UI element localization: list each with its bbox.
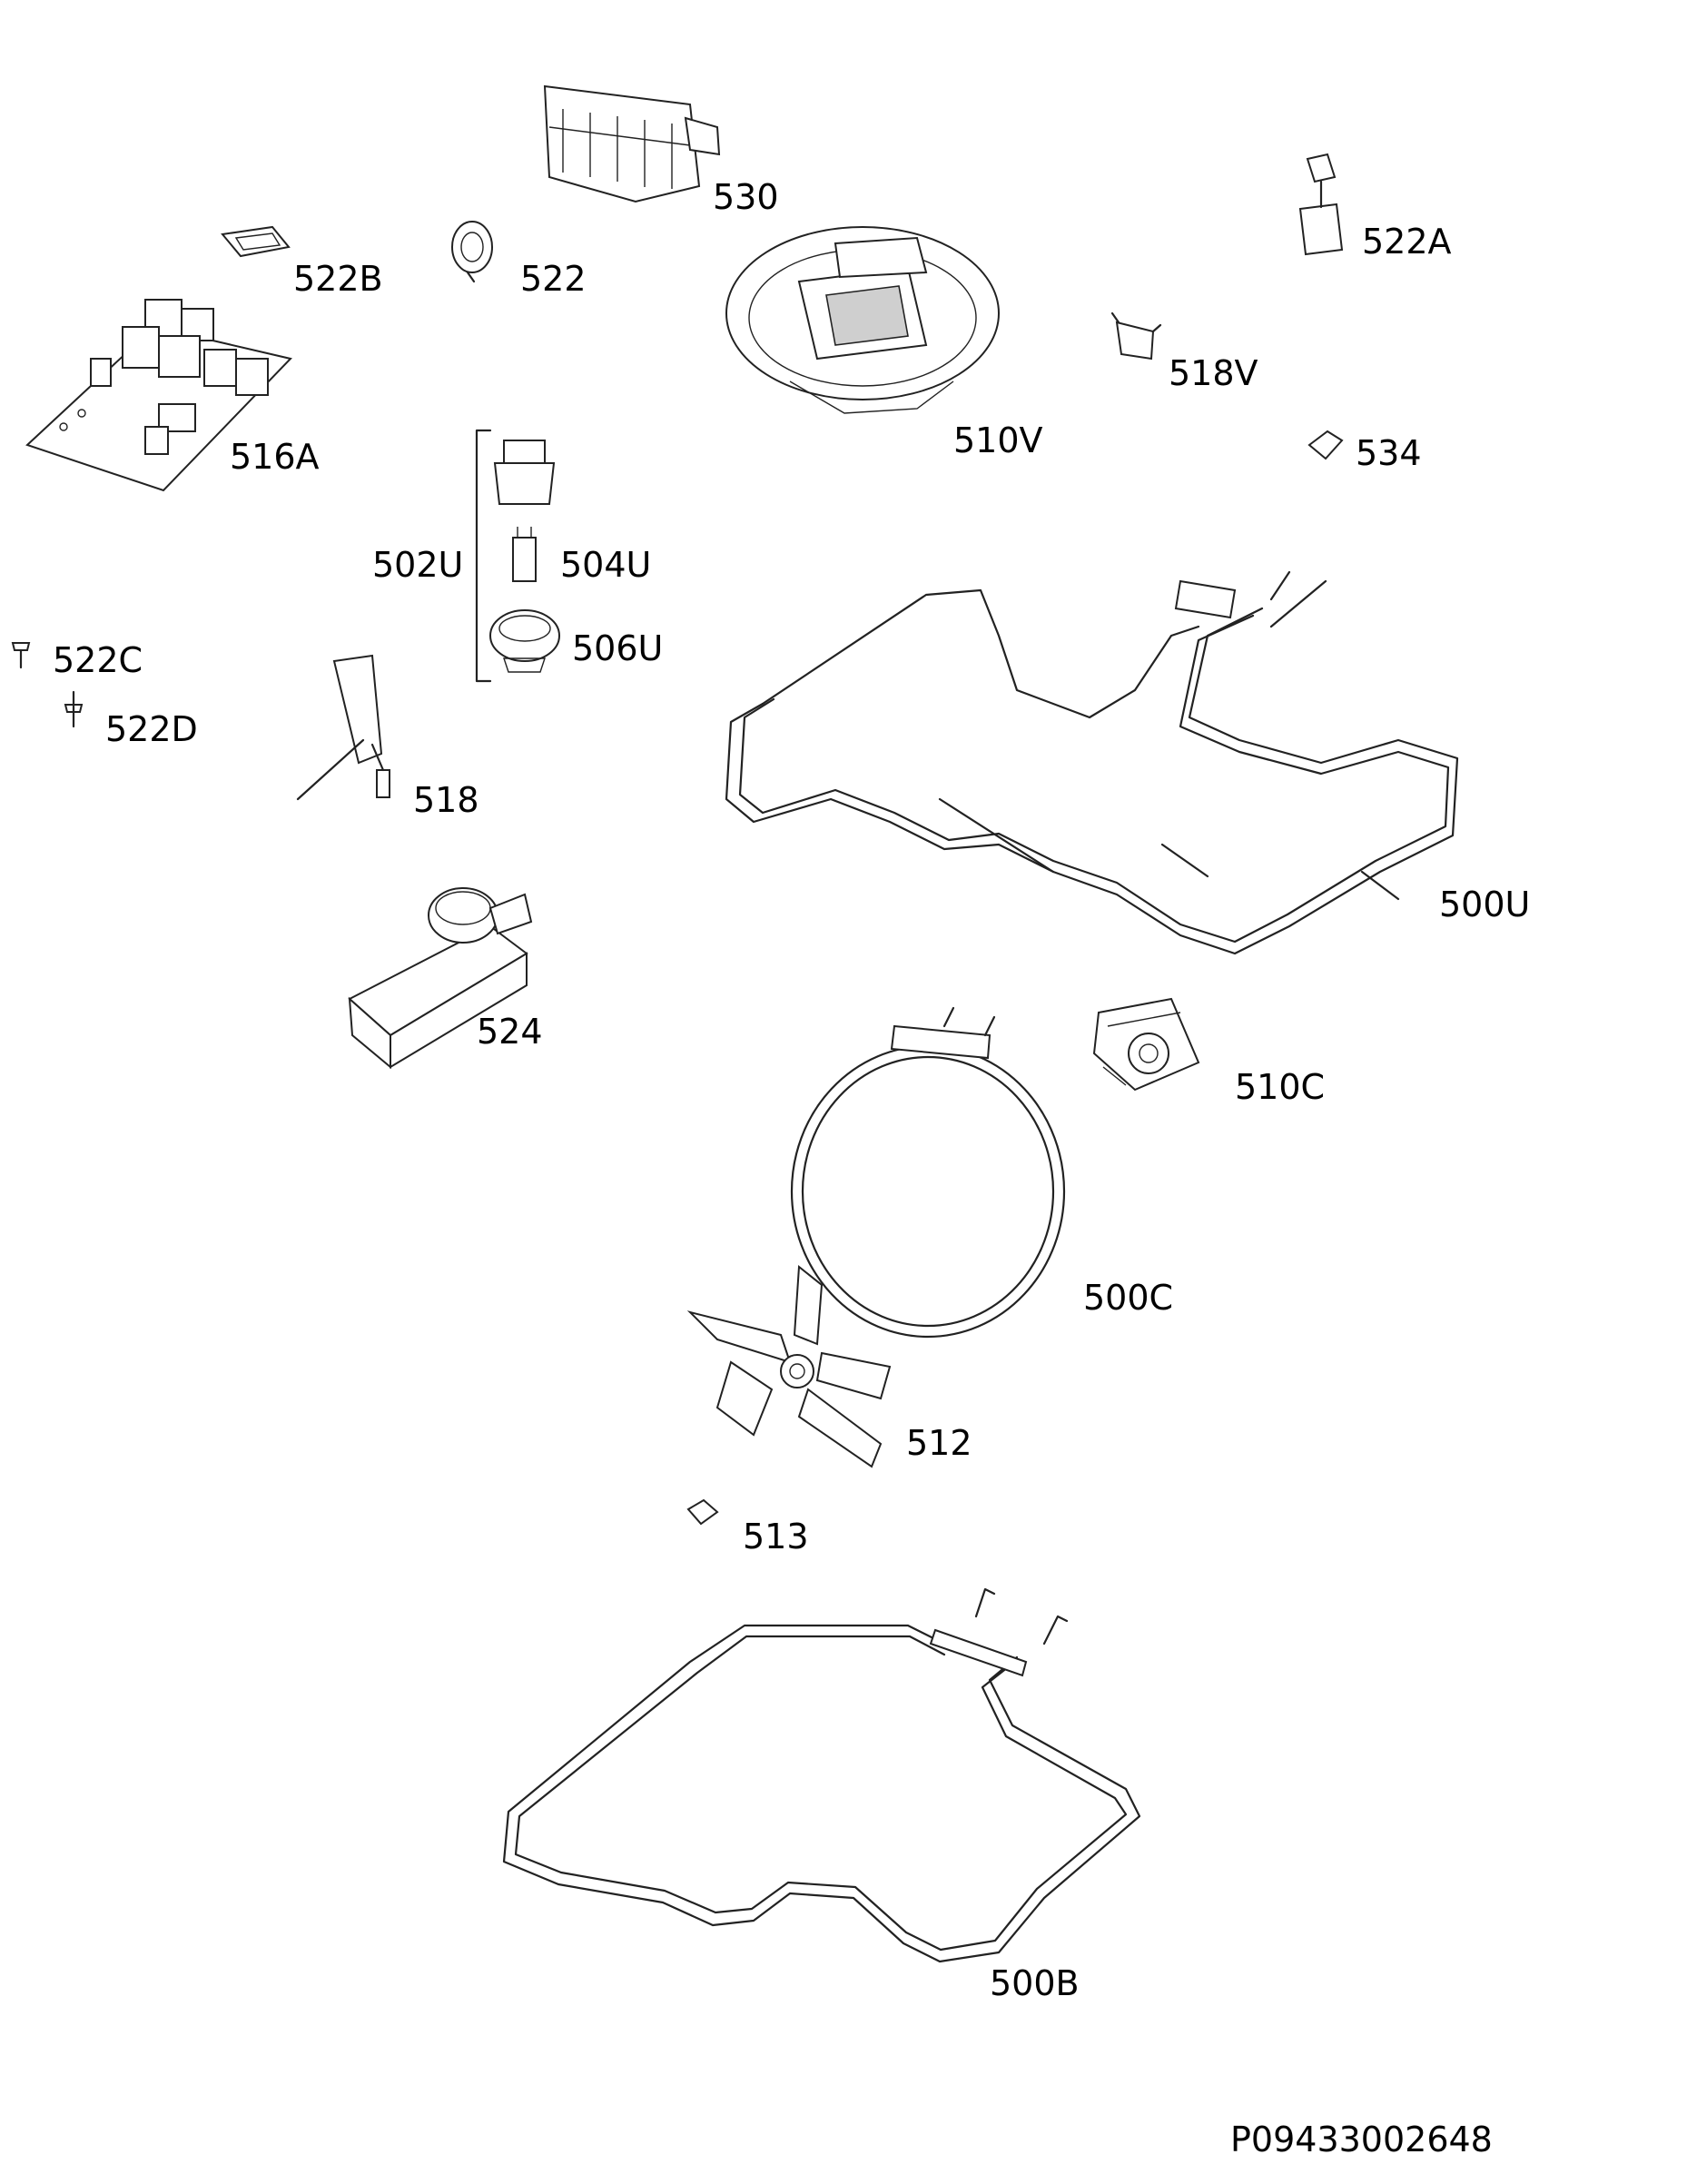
part-522d-screw	[64, 690, 84, 728]
part-522b-bracket	[221, 225, 291, 258]
part-522c-screw	[11, 642, 31, 669]
document-number: P09433002648	[1230, 2120, 1493, 2159]
part-516a-circuit-board	[25, 299, 292, 492]
part-506u-lamp-cover	[489, 609, 560, 673]
label-506u: 506U	[572, 628, 664, 668]
part-522-clip	[451, 221, 493, 283]
label-522: 522	[520, 259, 587, 299]
part-502u-group-bracket	[475, 429, 492, 683]
part-500c-ring-element	[790, 1006, 1066, 1339]
label-534: 534	[1356, 433, 1422, 473]
label-522b: 522B	[293, 259, 383, 299]
label-510v: 510V	[953, 420, 1043, 460]
label-516a: 516A	[230, 437, 320, 477]
part-512-fan-blade	[686, 1265, 892, 1468]
part-lamp-holder	[493, 440, 556, 505]
label-524: 524	[477, 1012, 543, 1052]
label-522a: 522A	[1362, 222, 1452, 262]
label-500u: 500U	[1439, 884, 1531, 924]
label-502u: 502U	[372, 545, 464, 585]
part-534-nut	[1307, 430, 1344, 460]
label-512: 512	[906, 1423, 972, 1463]
label-522c: 522C	[53, 640, 143, 680]
label-500b: 500B	[990, 1963, 1080, 2003]
part-510v-fan-motor	[725, 226, 1000, 414]
label-518v: 518V	[1169, 353, 1258, 393]
label-530: 530	[713, 177, 779, 217]
part-530-terminal-block	[543, 84, 721, 203]
part-524-door-lock	[348, 887, 533, 1070]
part-504u-lamp	[512, 527, 537, 582]
part-500b-bottom-element	[502, 1587, 1141, 1963]
part-518v-clip	[1110, 311, 1162, 361]
part-510c-fan-motor	[1092, 997, 1200, 1092]
part-513-nut	[686, 1498, 719, 1526]
label-510c: 510C	[1235, 1067, 1326, 1107]
label-513: 513	[743, 1517, 809, 1556]
label-500c: 500C	[1083, 1278, 1174, 1318]
part-522a-switch	[1298, 153, 1344, 256]
label-504u: 504U	[560, 545, 652, 585]
part-518-probe	[296, 654, 390, 801]
part-500u-grill-element	[725, 570, 1459, 955]
label-522d: 522D	[105, 709, 198, 749]
label-518: 518	[413, 780, 479, 820]
